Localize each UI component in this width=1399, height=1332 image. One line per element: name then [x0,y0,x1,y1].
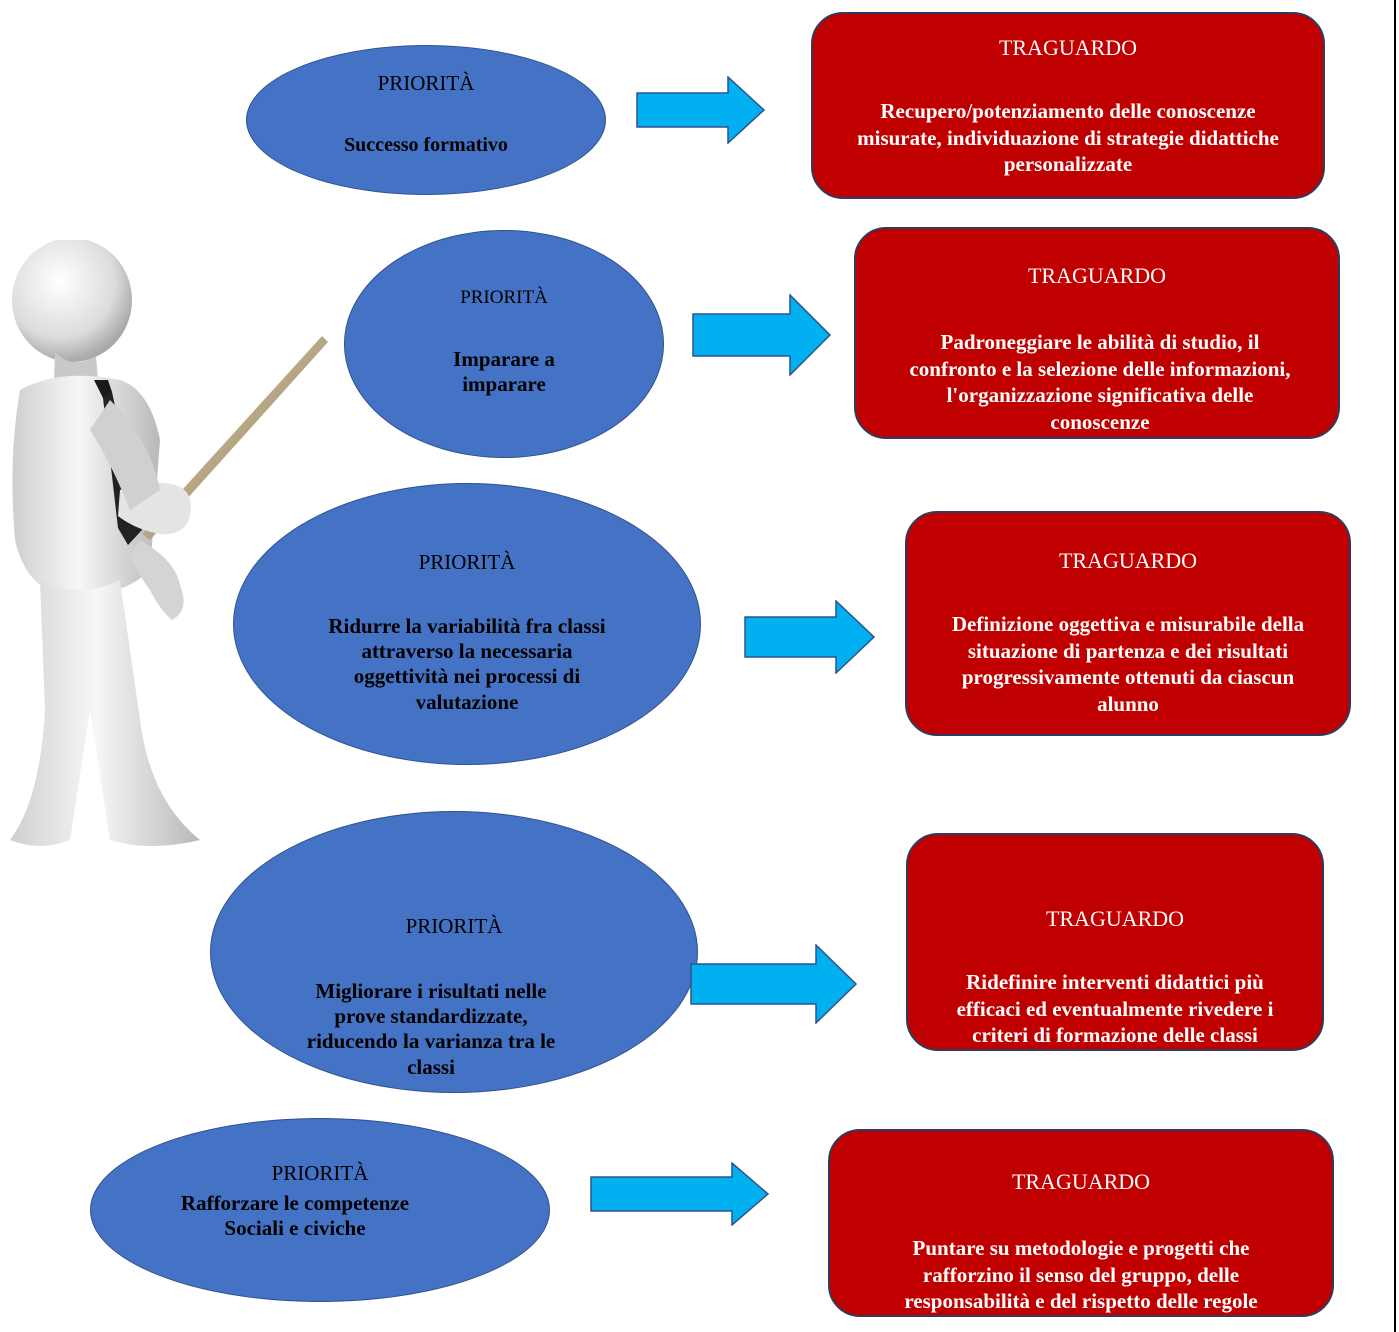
priority-text: Ridurre la variabilità fra classi attrav… [328,614,606,714]
goal-box-2: TRAGUARDO Padroneggiare le abilità di st… [854,227,1340,439]
right-arrow-icon [690,944,858,1024]
goal-label: TRAGUARDO [1011,1169,1151,1194]
goal-box-5: TRAGUARDO Puntare su metodologie e proge… [828,1129,1334,1317]
priority-label: PRIORITÀ [377,71,475,95]
priority-text: Successo formativo [344,134,508,156]
goal-text: Recupero/potenziamento delle conoscenze … [857,99,1279,177]
priority-text: Rafforzare le competenze Sociali e civic… [180,1191,410,1241]
right-arrow-icon [692,294,832,376]
priority-ellipse-2: PRIORITÀ Imparare a imparare [344,230,664,458]
goal-text: Ridefinire interventi didattici più effi… [956,970,1274,1048]
right-arrow-icon [744,600,876,674]
goal-text: Padroneggiare le abilità di studio, il c… [909,330,1291,434]
priority-label: PRIORITÀ [271,1161,369,1185]
priority-ellipse-5: PRIORITÀ Rafforzare le competenze Social… [90,1118,550,1302]
goal-box-4: TRAGUARDO Ridefinire interventi didattic… [906,833,1324,1051]
goal-box-3: TRAGUARDO Definizione oggettiva e misura… [905,511,1351,736]
priority-text: Migliorare i risultati nelle prove stand… [306,979,556,1079]
right-arrow-icon [590,1162,770,1226]
page-border-line [1394,0,1396,1332]
goal-box-1: TRAGUARDO Recupero/potenziamento delle c… [811,12,1325,199]
right-arrow-icon [636,76,766,144]
goal-text: Definizione oggettiva e misurabile della… [951,612,1305,716]
goal-label: TRAGUARDO [998,35,1138,60]
goal-label: TRAGUARDO [1045,906,1185,931]
goal-text: Puntare su metodologie e progetti che ra… [904,1236,1258,1314]
priority-label: PRIORITÀ [418,550,516,574]
priority-ellipse-4: PRIORITÀ Migliorare i risultati nelle pr… [210,811,698,1093]
priority-label: PRIORITÀ [405,914,503,938]
goal-label: TRAGUARDO [1027,263,1167,288]
presenter-with-pointer-icon [10,240,328,846]
priority-ellipse-3: PRIORITÀ Ridurre la variabilità fra clas… [233,483,701,765]
priority-ellipse-1: PRIORITÀ Successo formativo [246,45,606,195]
priority-label: PRIORITÀ [460,287,548,308]
priority-text: Imparare a imparare [453,347,555,397]
goal-label: TRAGUARDO [1058,548,1198,573]
